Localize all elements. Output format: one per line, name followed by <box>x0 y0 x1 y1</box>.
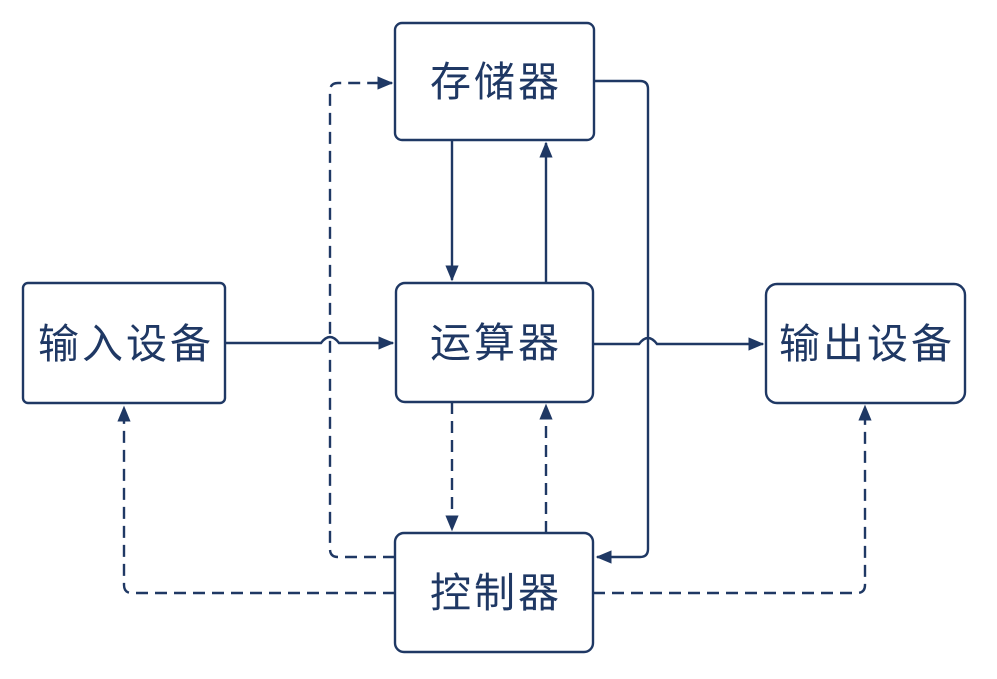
node-alu: 运算器 <box>394 281 595 404</box>
node-control: 控制器 <box>393 531 595 654</box>
node-output: 输出设备 <box>764 282 967 405</box>
edge-control-to-memory <box>328 76 395 559</box>
node-input-label: 输入设备 <box>38 320 214 368</box>
node-memory-box <box>393 21 596 142</box>
node-output-box <box>764 282 967 405</box>
edge-control-to-output <box>593 404 872 595</box>
node-alu-box <box>394 281 595 404</box>
edge-control-to-input <box>117 405 395 595</box>
edge-alu-to-output <box>593 336 765 351</box>
node-memory-label: 存储器 <box>430 58 562 106</box>
edge-memory-to-control <box>594 79 650 564</box>
edge-input-to-alu <box>225 335 395 350</box>
node-input: 输入设备 <box>21 281 227 405</box>
node-alu-label: 运算器 <box>430 319 562 367</box>
node-input-box <box>21 281 227 405</box>
node-control-label: 控制器 <box>430 569 562 617</box>
node-output-label: 输出设备 <box>779 320 955 368</box>
node-control-box <box>393 531 595 654</box>
node-memory: 存储器 <box>393 21 596 142</box>
